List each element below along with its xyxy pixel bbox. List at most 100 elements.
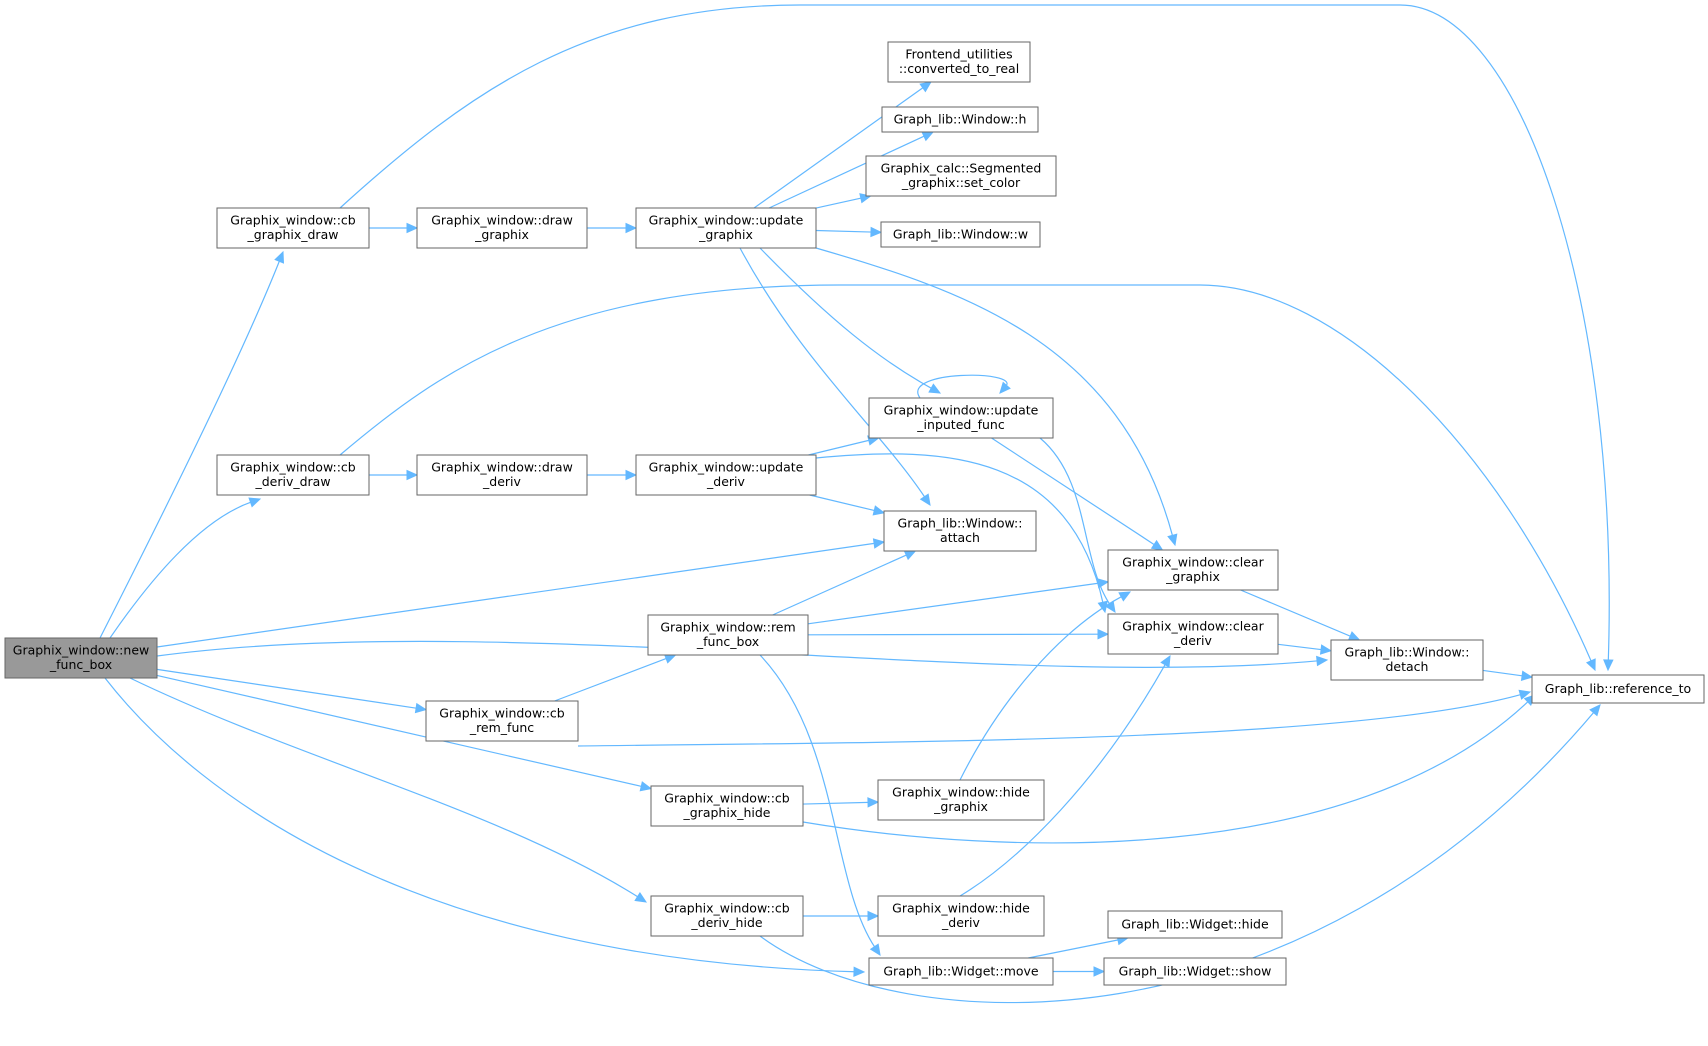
node-cb-graphix-hide[interactable]: Graphix_window::cb_graphix_hide <box>650 785 804 827</box>
node-box <box>1330 639 1484 681</box>
node-detach[interactable]: Graph_lib::Window::detach <box>1330 639 1484 681</box>
node-label: _graphix <box>933 799 988 814</box>
edge-rem_func_box-to-attach <box>772 550 917 616</box>
arrow-head <box>1316 655 1329 667</box>
arrow-head <box>872 538 886 549</box>
edge-line <box>815 229 873 233</box>
edge-update_graphix-to-attach <box>739 247 931 507</box>
edge-cb_graphix_hide-to-hide_graphix <box>802 797 880 808</box>
arrow-head <box>903 550 917 561</box>
edge-line <box>339 4 1610 662</box>
node-widget-show[interactable]: Graph_lib::Widget::show <box>1103 957 1287 986</box>
arrow-head <box>919 81 932 93</box>
edge-line <box>802 700 1529 844</box>
node-new-func-box[interactable]: Graphix_window::new_func_box <box>4 637 158 679</box>
edge-new_func_box-to-cb_deriv_draw <box>109 497 262 639</box>
node-label: _graphix <box>474 227 529 242</box>
node-hide-deriv[interactable]: Graphix_window::hide_deriv <box>877 895 1045 937</box>
arrow-head <box>872 505 886 516</box>
node-converted-to-real[interactable]: Frontend_utilities::converted_to_real <box>887 41 1031 83</box>
edge-line <box>809 494 876 512</box>
node-label: Graphix_window::clear <box>1122 555 1264 570</box>
arrow-head <box>639 781 653 792</box>
edge-cb_deriv_draw-to-reference_to <box>339 284 1596 672</box>
node-label: _func_box <box>49 657 112 672</box>
node-cb-graphix-draw[interactable]: Graphix_window::cb_graphix_draw <box>216 207 370 249</box>
edge-line <box>109 501 252 639</box>
node-box <box>881 106 1039 133</box>
node-box <box>880 221 1041 248</box>
node-box <box>1107 910 1283 939</box>
edge-line <box>815 453 1104 604</box>
node-cb-rem-func[interactable]: Graphix_window::cb_rem_func <box>425 700 579 742</box>
node-box <box>883 510 1037 552</box>
node-set-color[interactable]: Graphix_calc::Segmented_graphix::set_col… <box>865 155 1057 197</box>
arrow-head <box>928 383 942 394</box>
node-label: Graphix_window::cb <box>664 791 789 806</box>
edge-line <box>807 633 1100 636</box>
edge-line <box>129 677 639 898</box>
node-rem-func-box[interactable]: Graphix_window::rem_func_box <box>647 614 809 656</box>
arrow-head <box>1118 591 1132 602</box>
node-box <box>647 614 809 656</box>
node-label: _graphix_hide <box>683 805 771 820</box>
edge-hide_deriv-to-clear_deriv <box>959 654 1171 897</box>
edge-line <box>807 582 1100 625</box>
node-draw-deriv[interactable]: Graphix_window::draw_deriv <box>416 454 588 496</box>
arrow-head <box>870 226 883 238</box>
node-cb-deriv-hide[interactable]: Graphix_window::cb_deriv_hide <box>650 895 804 937</box>
arrow-head <box>625 469 638 481</box>
arrow-head <box>274 250 285 264</box>
edge-rem_func_box-to-clear_deriv <box>807 628 1110 640</box>
node-draw-graphix[interactable]: Graphix_window::draw_graphix <box>416 207 588 249</box>
edge-rem_func_box-to-widget_move <box>759 654 881 957</box>
edge-draw_graphix-to-update_graphix <box>587 222 638 234</box>
node-window-w[interactable]: Graph_lib::Window::w <box>880 221 1041 248</box>
edge-line <box>156 668 418 709</box>
node-label: Graphix_window::hide <box>892 785 1030 800</box>
arrow-head <box>406 222 419 234</box>
node-hide-graphix[interactable]: Graphix_window::hide_graphix <box>877 779 1045 821</box>
node-label: Graphix_window::cb <box>230 213 355 228</box>
arrow-head <box>1347 631 1361 641</box>
node-widget-hide[interactable]: Graph_lib::Widget::hide <box>1107 910 1283 939</box>
node-label: Graphix_window::update <box>649 460 804 475</box>
node-update-inputed-func[interactable]: Graphix_window::update_inputed_func <box>868 397 1054 439</box>
node-label: Graphix_window::cb <box>664 901 789 916</box>
node-update-deriv[interactable]: Graphix_window::update_deriv <box>635 454 817 496</box>
edge-cb_deriv_hide-to-reference_to <box>759 704 1601 1004</box>
node-label: Frontend_utilities <box>905 47 1012 62</box>
edge-cb_graphix_draw-to-draw_graphix <box>369 222 419 234</box>
edge-detach-to-reference_to <box>1482 669 1534 681</box>
edge-line <box>1240 589 1352 638</box>
node-clear-graphix[interactable]: Graphix_window::clear_graphix <box>1107 549 1279 591</box>
node-reference-to[interactable]: Graph_lib::reference_to <box>1531 674 1705 704</box>
edge-line <box>156 674 643 788</box>
edge-line <box>815 197 862 209</box>
node-widget-move[interactable]: Graph_lib::Widget::move <box>868 957 1054 986</box>
node-clear-deriv[interactable]: Graphix_window::clear_deriv <box>1107 613 1279 655</box>
arrow-head <box>1093 966 1106 977</box>
edge-line <box>917 374 1008 399</box>
node-label: Graph_lib::Window::h <box>894 111 1027 126</box>
edge-update_inputed_func-to-clear_graphix <box>991 437 1164 551</box>
node-window-h[interactable]: Graph_lib::Window::h <box>881 106 1039 133</box>
arrow-head <box>406 469 419 481</box>
edge-clear_graphix-to-detach <box>1240 589 1361 641</box>
nodes-layer: Graphix_window::new_func_boxGraphix_wind… <box>4 41 1705 986</box>
node-label: Graphix_window::update <box>649 213 804 228</box>
node-update-graphix[interactable]: Graphix_window::update_graphix <box>635 207 817 249</box>
node-box <box>635 207 817 249</box>
edge-widget_move-to-widget_hide <box>1028 934 1129 959</box>
edge-update_inputed_func-to-update_inputed_func <box>917 374 1011 399</box>
node-label: Graphix_window::new <box>13 643 149 658</box>
node-label: Graph_lib::reference_to <box>1545 681 1691 696</box>
node-box <box>1531 674 1705 704</box>
node-label: _deriv <box>941 915 980 930</box>
edge-update_graphix-to-window_w <box>815 226 883 238</box>
node-label: _func_box <box>696 634 759 649</box>
node-cb-deriv-draw[interactable]: Graphix_window::cb_deriv_draw <box>216 454 370 496</box>
edge-update_deriv-to-update_inputed_func <box>808 435 880 456</box>
node-attach[interactable]: Graph_lib::Window::attach <box>883 510 1037 552</box>
